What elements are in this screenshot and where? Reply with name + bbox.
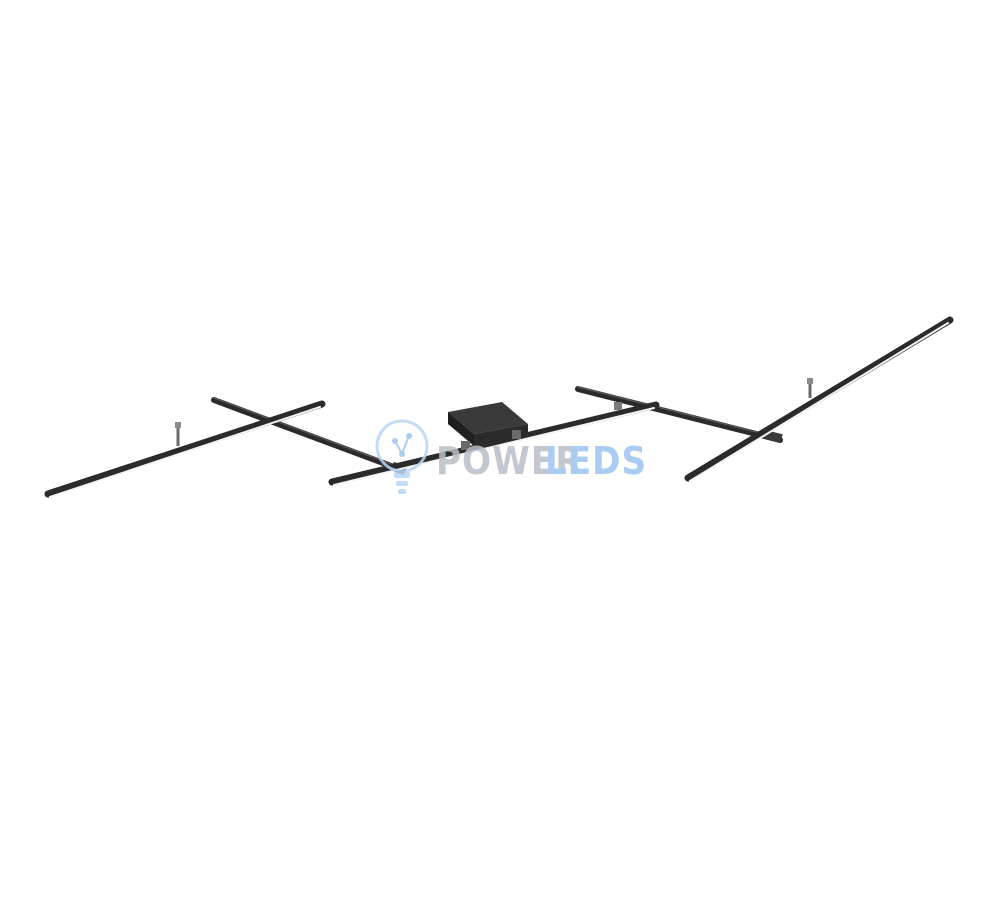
canopy-front [448, 412, 474, 446]
canopy-side [474, 424, 528, 446]
watermark: POWER LEDS [375, 419, 647, 494]
arm-right-highlight [577, 386, 781, 439]
light-bar-center [328, 401, 660, 486]
canopy-top [448, 402, 528, 434]
arm-left-highlight [213, 397, 403, 469]
watermark-word-power: POWER [436, 439, 583, 483]
light-bars [44, 316, 954, 498]
ceiling-canopy [448, 402, 528, 446]
watermark-word-leds: LEDS [545, 439, 647, 483]
lightbulb-icon [375, 419, 429, 494]
light-bar-right [684, 316, 954, 482]
arm-right [575, 386, 783, 443]
light-bar-left [44, 400, 326, 498]
arm-left [211, 397, 405, 473]
